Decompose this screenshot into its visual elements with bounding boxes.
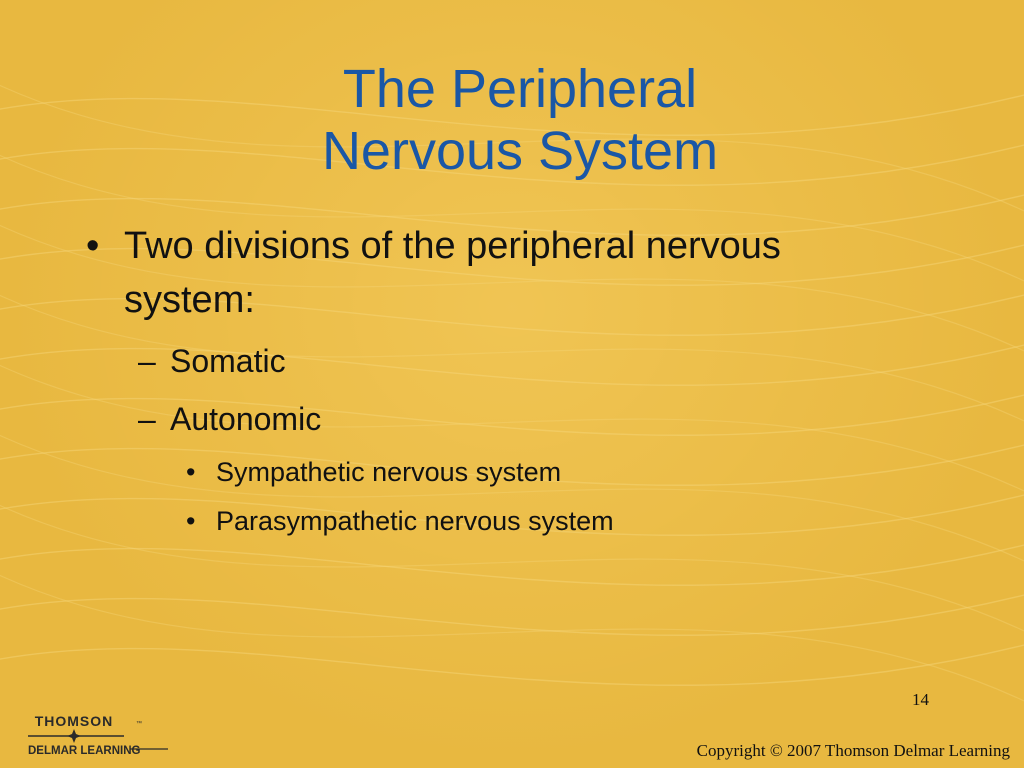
thomson-delmar-logo: THOMSON DELMAR LEARNING ™ — [28, 713, 168, 757]
logo-trademark: ™ — [136, 720, 142, 727]
bullet-icon: • — [186, 506, 196, 536]
dash-icon: – — [138, 401, 156, 437]
bullet-icon: • — [186, 457, 196, 487]
sub-bullet-somatic: Somatic — [170, 343, 286, 379]
title-line-2: Nervous System — [321, 121, 719, 181]
sub-bullet-autonomic: Autonomic — [170, 401, 322, 437]
copyright-notice: Copyright © 2007 Thomson Delmar Learning — [696, 741, 1010, 760]
sub-sub-bullet-parasympathetic: Parasympathetic nervous system — [216, 506, 614, 536]
bullet-1-line-1: Two divisions of the peripheral nervous — [124, 225, 781, 267]
dash-icon: – — [138, 343, 156, 379]
page-number: 14 — [912, 690, 929, 709]
title-line-1: The Peripheral — [342, 59, 698, 119]
bullet-icon: • — [86, 225, 100, 267]
bullet-1-line-2: system: — [124, 279, 255, 321]
sub-sub-bullet-sympathetic: Sympathetic nervous system — [216, 457, 562, 487]
logo-text-top: THOMSON — [35, 713, 114, 729]
slide-title: The Peripheral Nervous System — [0, 58, 1024, 182]
logo-star-icon — [67, 729, 81, 743]
logo-text-bottom: DELMAR LEARNING — [28, 745, 140, 757]
